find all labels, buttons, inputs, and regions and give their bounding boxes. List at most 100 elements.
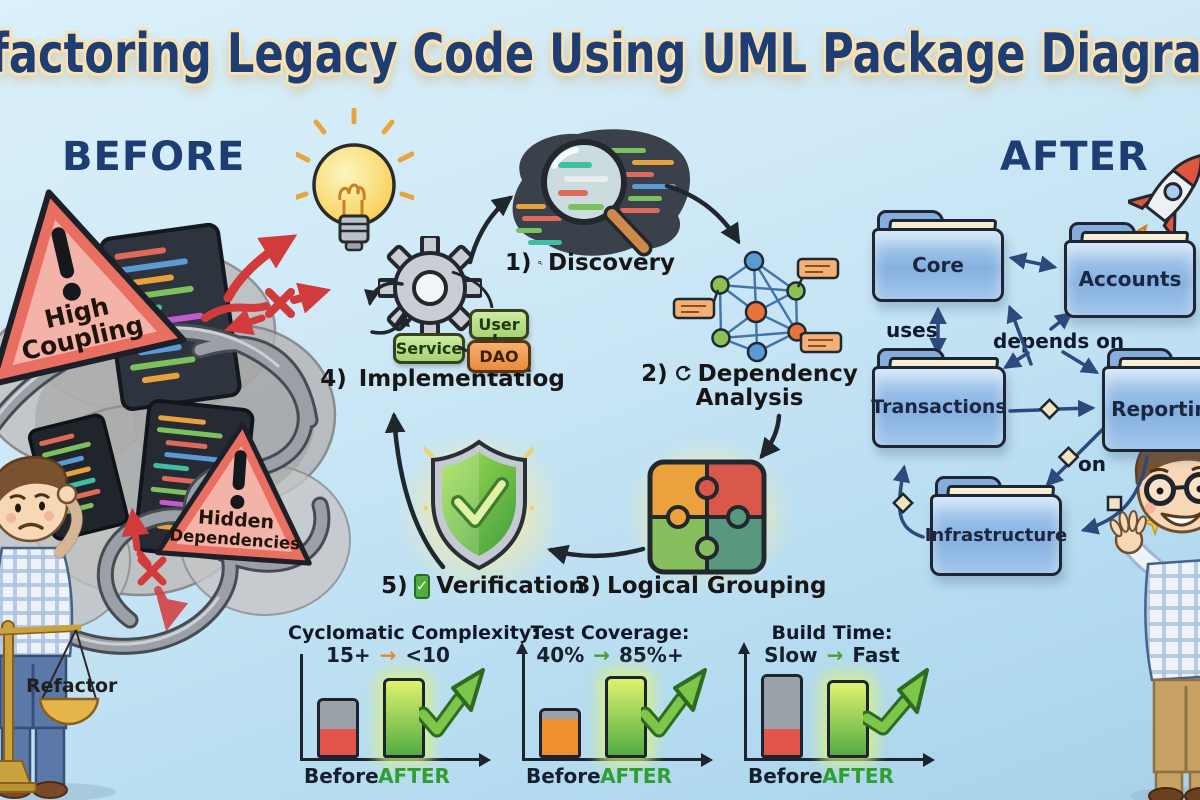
after-heading: AFTER <box>1000 134 1149 180</box>
metric-to-value: Fast <box>852 643 900 667</box>
gear-icon <box>378 236 482 340</box>
before-axis-label: Before <box>304 764 379 788</box>
after-axis-label: AFTER <box>600 764 672 788</box>
step-name: Logical Grouping <box>607 573 827 599</box>
legacy-code-screen <box>27 413 129 541</box>
warning-triangle-high-coupling: High Coupling <box>0 189 187 387</box>
plaid-shirt <box>0 546 74 658</box>
legacy-code-screen <box>99 222 242 412</box>
scale-label: Refactor <box>26 675 118 697</box>
refresh-mini-icon <box>675 365 691 381</box>
after-axis-label: AFTER <box>378 764 450 788</box>
improvement-arrow-text: → <box>593 643 610 667</box>
before-bar <box>761 674 803 758</box>
step-name: Verification <box>436 573 585 599</box>
metric-change: 40% → 85%+ <box>510 643 710 667</box>
legacy-code-screen <box>133 398 255 562</box>
step-implementation-label: 4) Implementatiog <box>320 366 565 392</box>
warning-text: Coupling <box>19 310 146 366</box>
sparkle-icon <box>1140 453 1187 537</box>
step-name: Dependency <box>697 361 858 387</box>
metric-plot <box>516 642 713 767</box>
uml-square-connector <box>1106 495 1123 512</box>
magnifier-mini-icon <box>537 261 542 266</box>
scribble-cloud <box>0 243 351 631</box>
confused-developer <box>0 455 116 800</box>
class-box-service: Service <box>393 333 465 364</box>
relation-label-depends-on: depends on <box>993 329 1125 353</box>
trend-up-arrow-icon <box>641 668 707 738</box>
relation-label-on: on <box>1078 452 1106 476</box>
after-axis-label: AFTER <box>822 764 894 788</box>
package-reporting: Reporting <box>1102 348 1200 452</box>
step-number: 2) <box>641 361 668 387</box>
metric-from-value: 15+ <box>326 643 371 667</box>
package-accounts: Accounts <box>1064 222 1196 318</box>
annotation-tag <box>796 257 840 288</box>
annotation-tag <box>672 289 720 320</box>
checkbox-icon: ✓ <box>413 573 431 599</box>
metric-to-value: <10 <box>405 643 450 667</box>
step-verification-label: 5) ✓ Verification <box>381 573 585 599</box>
warning-text: Dependencies <box>169 525 301 553</box>
step-discovery-label: 1) Discovery <box>505 250 675 276</box>
package-label: Core <box>912 253 964 277</box>
improvement-arrow-text: → <box>826 643 844 667</box>
metric-title: Build Time: <box>771 622 893 644</box>
metric-change: 15+ → <10 <box>288 643 488 667</box>
warning-text: High <box>42 291 112 334</box>
metric-from-value: 40% <box>536 643 585 667</box>
step-number: 4) <box>320 366 347 392</box>
step-logical-grouping-label: 3) Logical Grouping <box>575 573 827 599</box>
package-label: Infrastructure <box>924 524 1068 546</box>
step-name: Discovery <box>547 250 675 276</box>
metric-to-value: 85%+ <box>618 643 684 667</box>
metric-cyclomatic-complexity: Cyclomatic Complexity: 15+ → <10 Before … <box>288 622 539 794</box>
trend-up-arrow-icon <box>419 668 485 738</box>
warning-text: Hidden <box>197 506 274 533</box>
package-core: Core <box>872 210 1004 302</box>
package-label: Transactions <box>871 396 1007 418</box>
magnifier-icon <box>541 139 653 257</box>
improvement-arrow-text: → <box>379 643 397 667</box>
refactor-scale <box>0 620 100 793</box>
before-bar <box>539 708 581 758</box>
warning-triangle-hidden-dependencies: Hidden Dependencies <box>155 421 312 566</box>
class-box-user: User <box>469 309 529 340</box>
happy-developer <box>1109 429 1200 800</box>
step-name: Implementatiog <box>358 366 565 392</box>
step-name: Analysis <box>695 385 804 412</box>
package-label: Accounts <box>1078 267 1182 291</box>
before-heading: BEFORE <box>62 134 246 180</box>
metric-plot <box>300 654 491 767</box>
metric-test-coverage: Test Coverage: 40% → 85%+ Before AFTER <box>510 622 713 794</box>
shield-glow <box>398 430 563 595</box>
tangled-cables <box>0 323 331 655</box>
metric-change: Slow → Fast <box>732 643 932 667</box>
before-axis-label: Before <box>526 764 601 788</box>
step-number: 1) <box>505 250 532 276</box>
step-dependency-analysis-label: 2) Dependency Analysis <box>641 362 858 412</box>
metric-title: Test Coverage: <box>530 622 690 644</box>
metric-from-value: Slow <box>764 643 818 667</box>
step-number: 3) <box>574 573 602 599</box>
discovery-code-blob <box>512 129 691 257</box>
annotation-tag <box>799 331 843 354</box>
metric-title: Cyclomatic Complexity: <box>288 622 539 644</box>
class-box-dao: DAO <box>467 340 531 373</box>
trend-up-arrow-icon <box>863 668 929 736</box>
package-transactions: Transactions <box>871 348 1007 448</box>
plaid-shirt <box>1144 559 1200 682</box>
metric-build-time: Build Time: Slow → Fast Before AFTER <box>732 622 935 794</box>
relation-label-uses: uses <box>886 318 938 342</box>
before-bar <box>317 698 359 758</box>
dependency-graph <box>672 250 843 363</box>
before-axis-label: Before <box>748 764 823 788</box>
package-infrastructure: Infrastructure <box>925 476 1067 576</box>
puzzle-glow <box>624 438 794 593</box>
uml-diamond <box>1038 398 1061 420</box>
uml-diamond <box>892 492 914 514</box>
uml-diamond <box>1057 446 1080 468</box>
tangled-code-illustration <box>0 222 351 655</box>
